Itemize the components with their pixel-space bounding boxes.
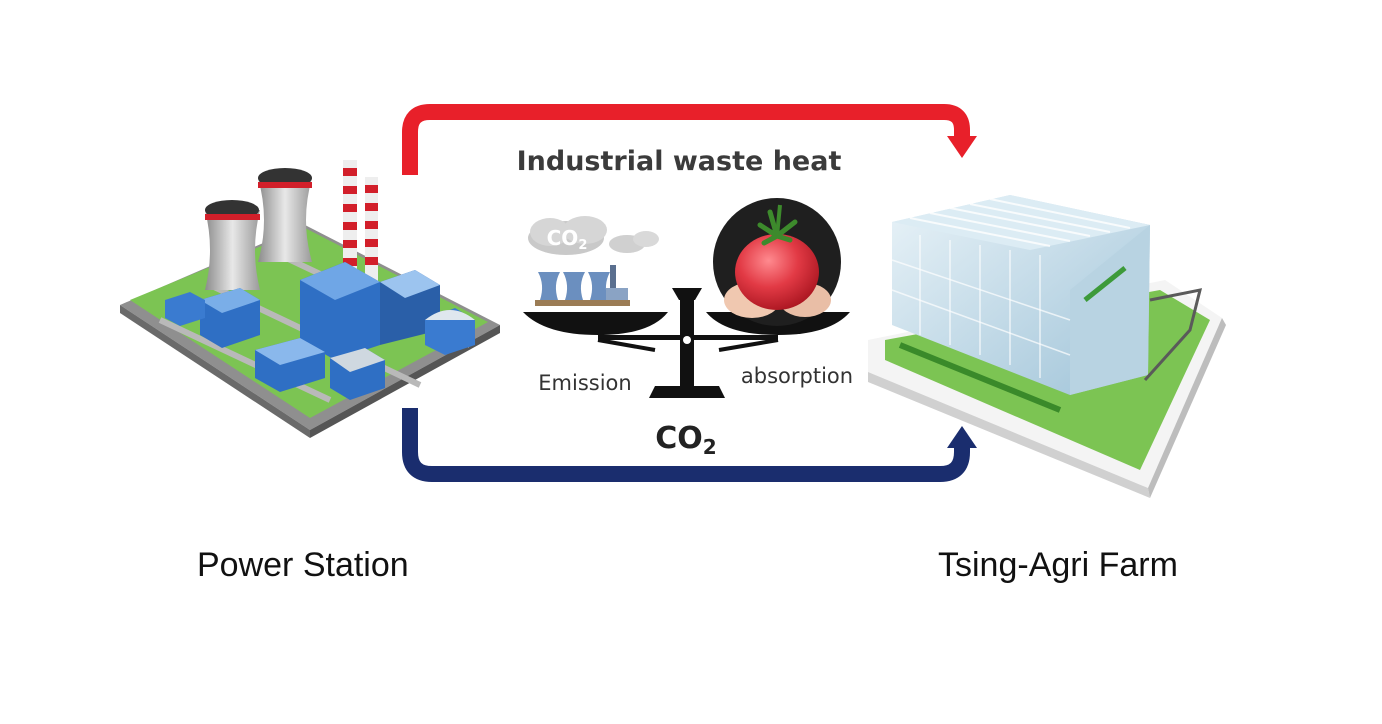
small-factory-icon	[535, 265, 630, 306]
chimney-icon	[365, 177, 378, 285]
cooling-tower-icon	[258, 168, 312, 262]
co2-flow-label: CO2	[655, 421, 716, 459]
greenhouse-illustration	[868, 195, 1226, 498]
chimney-icon	[343, 160, 357, 275]
co2-flow-label-sub: 2	[703, 435, 717, 459]
farm-label: Tsing-Agri Farm	[938, 546, 1178, 584]
factory-building-icon	[165, 262, 475, 400]
absorption-label: absorption	[741, 364, 853, 388]
tomato-photo	[713, 198, 841, 326]
co2-flow-arrow	[402, 408, 977, 482]
cloud-co2-label: CO2	[547, 226, 588, 253]
heat-flow-arrow	[402, 104, 977, 175]
emission-label: Emission	[538, 371, 631, 395]
co2-cloud-icon: CO2	[528, 216, 659, 255]
cooling-tower-icon	[205, 200, 260, 290]
power-station-label: Power Station	[197, 546, 409, 584]
power-station-illustration	[120, 160, 500, 438]
co2-flow-label-main: CO	[655, 421, 703, 456]
heat-flow-label: Industrial waste heat	[517, 146, 842, 177]
